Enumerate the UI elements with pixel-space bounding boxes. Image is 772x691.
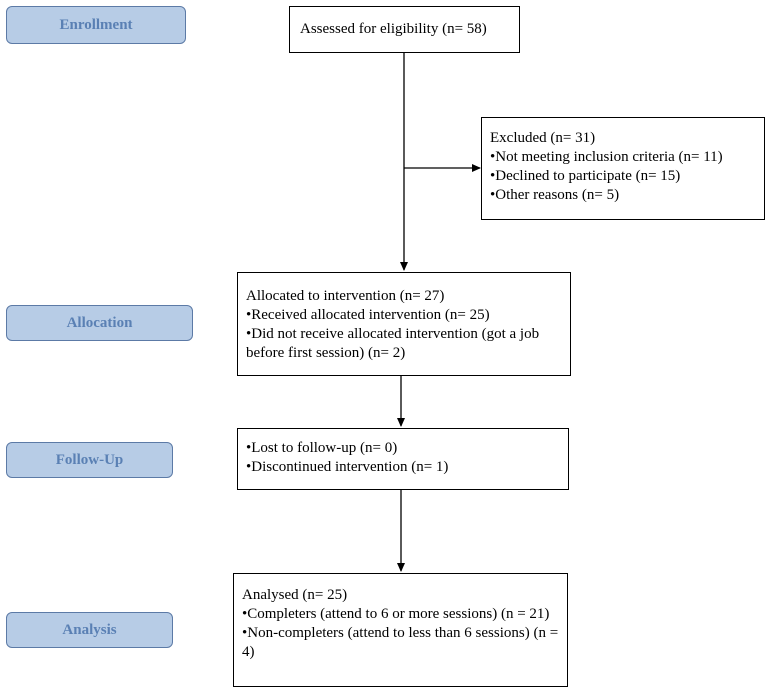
follow-up-item: •Discontinued intervention (n= 1): [246, 459, 449, 475]
analysed-item: •Completers (attend to 6 or more session…: [242, 606, 550, 622]
analysed-title: Analysed (n= 25): [242, 587, 348, 603]
excluded-item: •Not meeting inclusion criteria (n= 11): [490, 149, 723, 165]
follow-up-item: •Lost to follow-up (n= 0): [246, 440, 398, 456]
analysed-box: Analysed (n= 25) •Completers (attend to …: [233, 573, 568, 687]
allocated-box: Allocated to intervention (n= 27) •Recei…: [237, 272, 571, 376]
follow-up-box: •Lost to follow-up (n= 0) •Discontinued …: [237, 428, 569, 490]
excluded-title: Excluded (n= 31): [490, 130, 596, 146]
stage-analysis: Analysis: [6, 612, 173, 648]
stage-allocation: Allocation: [6, 305, 193, 341]
excluded-item: •Declined to participate (n= 15): [490, 168, 681, 184]
allocated-title: Allocated to intervention (n= 27): [246, 288, 445, 304]
assessed-title: Assessed for eligibility (n= 58): [300, 21, 487, 37]
allocated-item: •Did not receive allocated intervention …: [246, 326, 540, 361]
excluded-box: Excluded (n= 31) •Not meeting inclusion …: [481, 117, 765, 220]
allocated-item: •Received allocated intervention (n= 25): [246, 307, 490, 323]
analysed-item: •Non-completers (attend to less than 6 s…: [242, 625, 559, 660]
excluded-item: •Other reasons (n= 5): [490, 187, 620, 203]
stage-follow-up: Follow-Up: [6, 442, 173, 478]
assessed-box: Assessed for eligibility (n= 58): [289, 6, 520, 53]
stage-enrollment: Enrollment: [6, 6, 186, 44]
